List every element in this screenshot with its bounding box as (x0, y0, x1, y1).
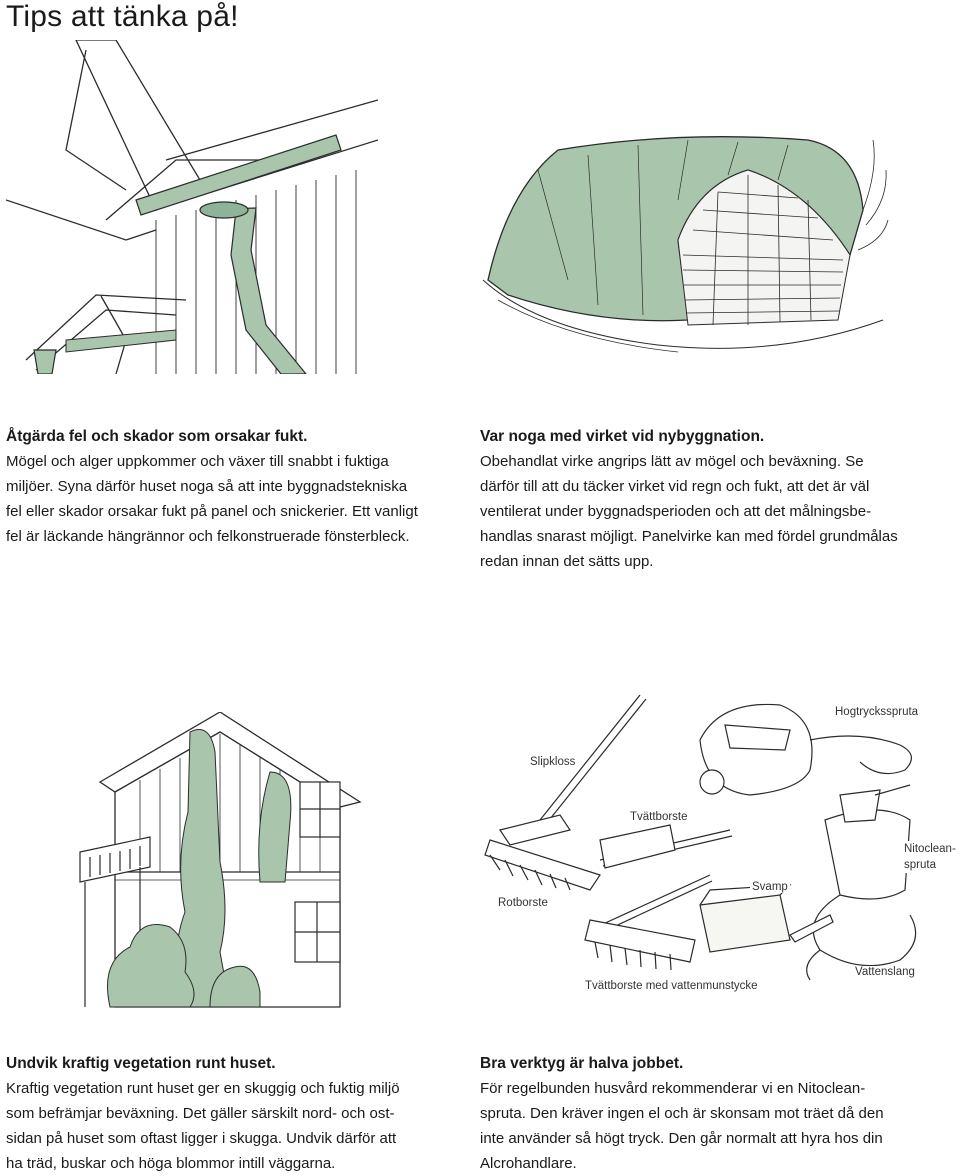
gutter-downpipe-illustration (6, 40, 378, 374)
water-hose-label: Vattenslang (853, 966, 917, 978)
lumber-line: redan innan det sätts upp. (480, 553, 654, 570)
tools-section: Bra verktyg är halva jobbet. För regelbu… (480, 1051, 950, 1176)
nitoclean-sprayer-label: Nitoclean- spruta (902, 841, 958, 873)
sanding-block-label: Slipkloss (528, 756, 578, 768)
moisture-body: Mögel och alger uppkommer och växer till… (6, 449, 466, 549)
vegetation-line: Kraftig vegetation runt huset ger en sku… (6, 1080, 400, 1097)
vegetation-line: sidan på huset som oftast ligger i skugg… (6, 1130, 397, 1147)
lumber-line: därför till att du täcker virket vid reg… (480, 478, 870, 495)
pressure-washer-label: Hogtrycksspruta (833, 706, 921, 718)
wash-brush-label: Tvättborste (628, 811, 690, 823)
lumber-body: Obehandlat virke angrips lätt av mögel o… (480, 449, 950, 574)
cleaning-tools-illustration (484, 694, 917, 981)
lumber-line: handlas snarast möjligt. Panelvirke kan … (480, 528, 898, 545)
tools-line: Alcrohandlare. (480, 1155, 577, 1172)
tools-body: För regelbunden husvård rekommenderar vi… (480, 1076, 950, 1176)
vegetation-line: som befrämjar beväxning. Det gäller särs… (6, 1105, 395, 1122)
lumber-line: ventilerat under byggnadsperioden och at… (480, 503, 872, 520)
covered-lumber-pile-illustration (482, 136, 889, 353)
moisture-line: fel eller skador orsakar fukt på panel o… (6, 503, 418, 520)
lumber-line: Obehandlat virke angrips lätt av mögel o… (480, 453, 864, 470)
vegetation-body: Kraftig vegetation runt huset ger en sku… (6, 1076, 466, 1176)
moisture-line: Mögel och alger uppkommer och växer till… (6, 453, 389, 470)
moisture-heading: Åtgärda fel och skador som orsakar fukt. (6, 428, 308, 445)
root-brush-label: Rotborste (496, 897, 550, 909)
moisture-line: miljöer. Syna därför huset noga så att i… (6, 478, 408, 495)
wash-brush-nozzle-label: Tvättborste med vattenmunstycke (583, 980, 760, 992)
tools-line: spruta. Den kräver ingen el och är skons… (480, 1105, 884, 1122)
vegetation-section: Undvik kraftig vegetation runt huset. Kr… (6, 1051, 466, 1176)
tools-line: För regelbunden husvård rekommenderar vi… (480, 1080, 866, 1097)
vegetation-line: ha träd, buskar och höga blommor intill … (6, 1155, 336, 1172)
sponge-label: Svamp (750, 881, 790, 893)
nitoclean-label-line1: Nitoclean- (904, 843, 956, 855)
moisture-line: fel är läckande hängrännor och felkonstr… (6, 528, 410, 545)
page-title: Tips att tänka på! (6, 0, 239, 33)
nitoclean-label-line2: spruta (904, 859, 936, 871)
tools-heading: Bra verktyg är halva jobbet. (480, 1055, 684, 1072)
house-vegetation-illustration (79, 712, 362, 1008)
vegetation-heading: Undvik kraftig vegetation runt huset. (6, 1055, 276, 1072)
lumber-section: Var noga med virket vid nybyggnation. Ob… (480, 424, 950, 574)
lumber-heading: Var noga med virket vid nybyggnation. (480, 428, 765, 445)
moisture-section: Åtgärda fel och skador som orsakar fukt.… (6, 424, 466, 549)
tools-line: inte använder så högt tryck. Den går nor… (480, 1130, 883, 1147)
